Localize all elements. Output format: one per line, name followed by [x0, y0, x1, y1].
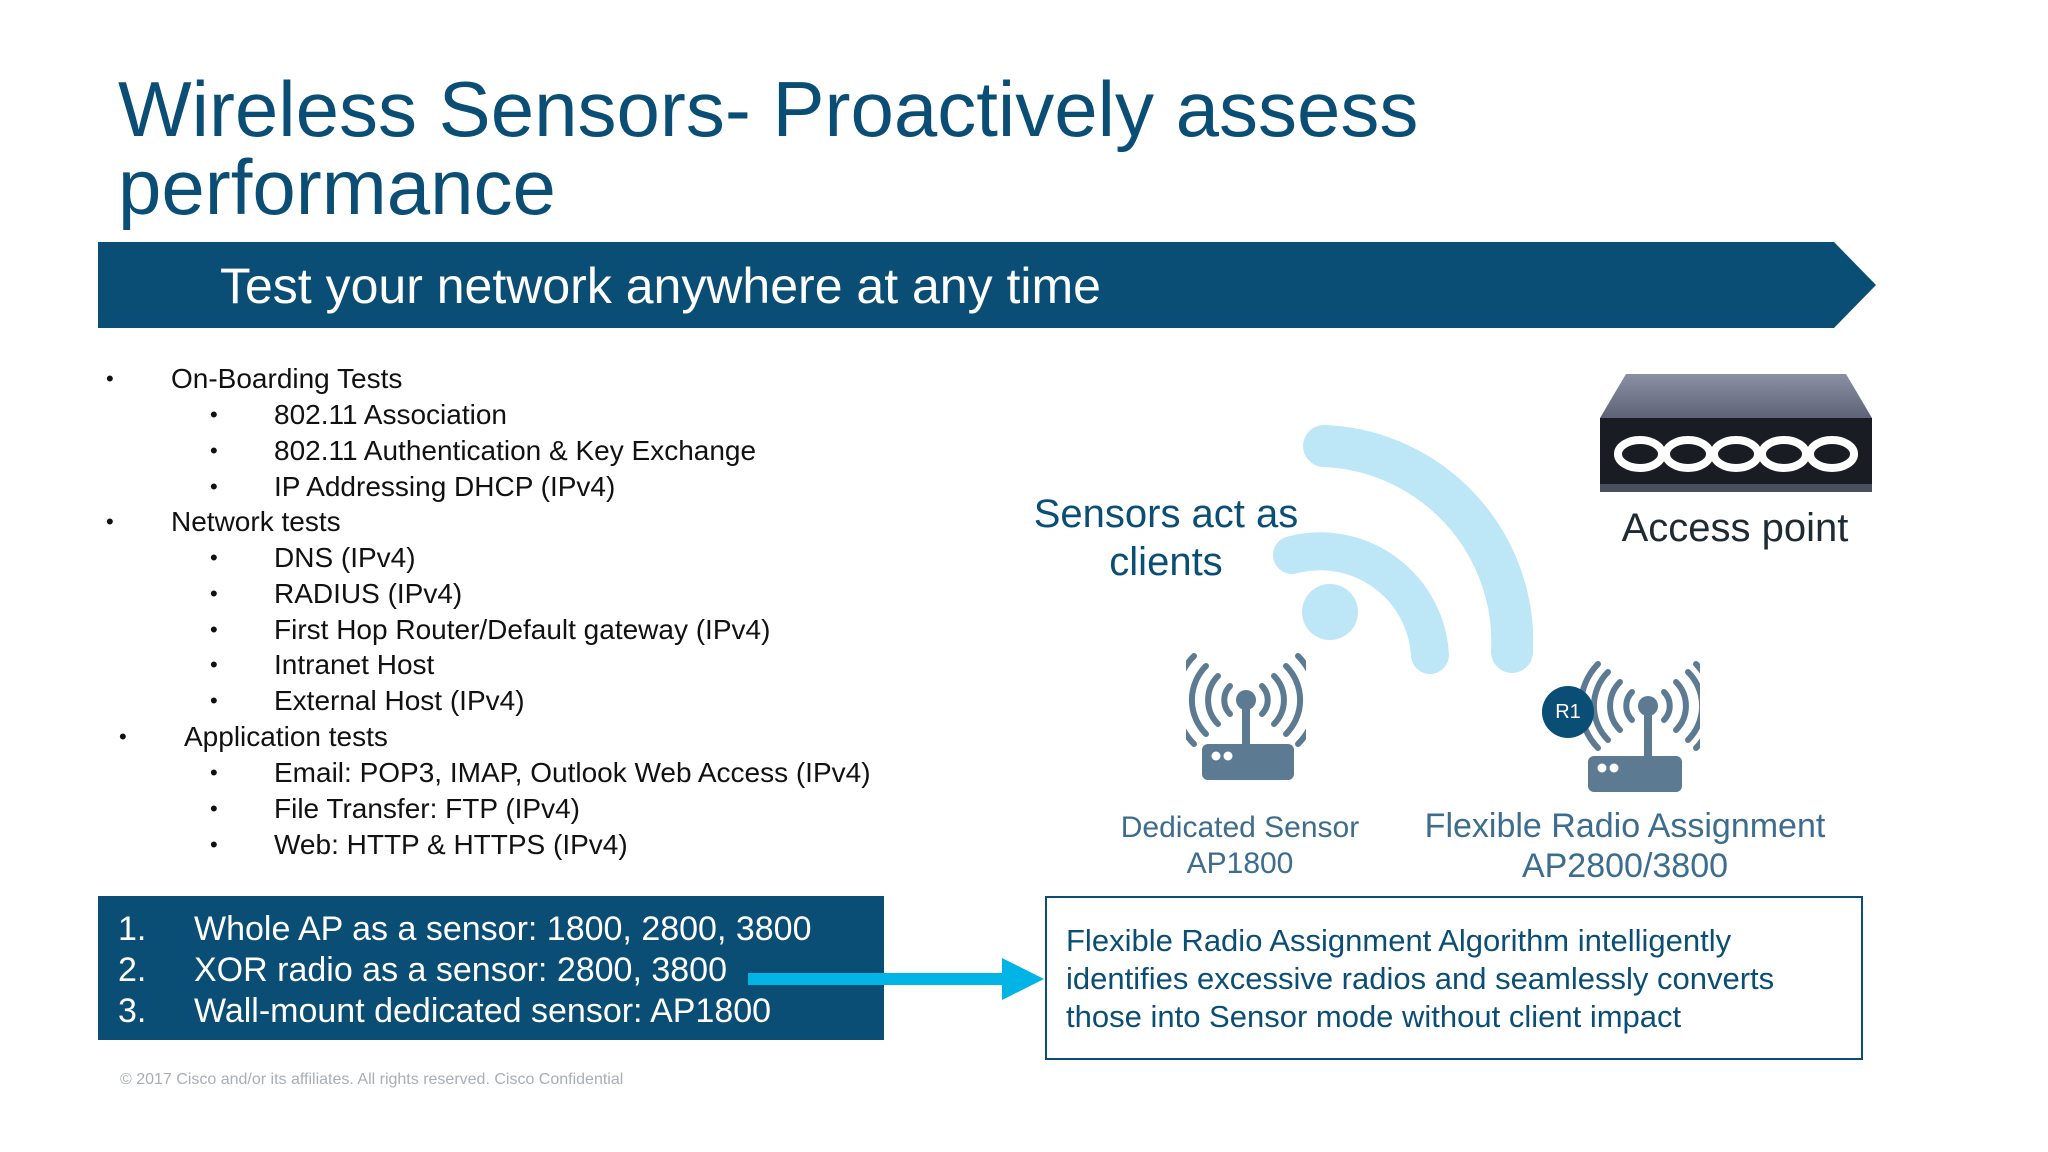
list-heading-application: Application tests: [184, 721, 388, 752]
bullet: •: [106, 509, 114, 534]
access-point-device-icon: [1600, 374, 1872, 492]
list-item: Web: HTTP & HTTPS (IPv4): [274, 829, 628, 860]
flexible-radio-ap-icon: [1542, 661, 1700, 792]
list-item: Email: POP3, IMAP, Outlook Web Access (I…: [274, 757, 871, 788]
list-item: File Transfer: FTP (IPv4): [274, 793, 580, 824]
flexible-radio-label: Flexible Radio Assignment AP2800/3800: [1424, 807, 1826, 885]
algorithm-box: [1045, 896, 1863, 1060]
bullet: •: [210, 545, 218, 570]
connector-arrow-icon: [748, 958, 1044, 1000]
list-item: External Host (IPv4): [274, 685, 525, 716]
list-item: First Hop Router/Default gateway (IPv4): [274, 614, 771, 645]
list-number: 3.: [118, 992, 147, 1030]
slide-title: Wireless Sensors- Proactively assess per…: [118, 65, 1419, 231]
sensor-mode-item: Whole AP as a sensor: 1800, 2800, 3800: [194, 910, 812, 948]
bullet: •: [210, 438, 218, 463]
list-number: 1.: [118, 910, 147, 948]
sensor-mode-item: XOR radio as a sensor: 2800, 3800: [194, 951, 727, 989]
list-item: DNS (IPv4): [274, 542, 416, 573]
banner-text: Test your network anywhere at any time: [220, 258, 1101, 314]
footer-copyright: © 2017 Cisco and/or its affiliates. All …: [120, 1071, 624, 1088]
list-heading-onboarding: On-Boarding Tests: [171, 363, 403, 394]
bullet: •: [210, 617, 218, 642]
bullet: •: [210, 581, 218, 606]
access-point-label: Access point: [1621, 506, 1849, 550]
list-item: RADIUS (IPv4): [274, 578, 463, 609]
bullet: •: [106, 366, 114, 391]
radio-badge: R1: [1555, 701, 1581, 723]
wifi-signal-icon: [1273, 425, 1534, 674]
algorithm-description: Flexible Radio Assignment Algorithm inte…: [1066, 923, 1775, 1034]
bullet: •: [119, 724, 127, 749]
dedicated-sensor-label: Dedicated Sensor AP1800: [1120, 811, 1360, 880]
bullet: •: [210, 402, 218, 427]
list-heading-network: Network tests: [171, 506, 341, 537]
sensor-mode-item: Wall-mount dedicated sensor: AP1800: [194, 992, 772, 1030]
list-item: 802.11 Association: [274, 399, 507, 430]
bullet: •: [210, 688, 218, 713]
sensor-modes-box: [98, 896, 884, 1040]
dedicated-sensor-icon: [1186, 653, 1306, 780]
list-number: 2.: [118, 951, 147, 989]
banner-arrow: [98, 242, 1876, 328]
bullet: •: [210, 796, 218, 821]
list-item: IP Addressing DHCP (IPv4): [274, 471, 616, 502]
sensors-label: Sensors act as clients: [1033, 492, 1299, 584]
list-item: 802.11 Authentication & Key Exchange: [274, 435, 757, 466]
bullet: •: [210, 652, 218, 677]
list-item: Intranet Host: [274, 649, 435, 680]
bullet: •: [210, 474, 218, 499]
bullet: •: [210, 760, 218, 785]
bullet: •: [210, 832, 218, 857]
